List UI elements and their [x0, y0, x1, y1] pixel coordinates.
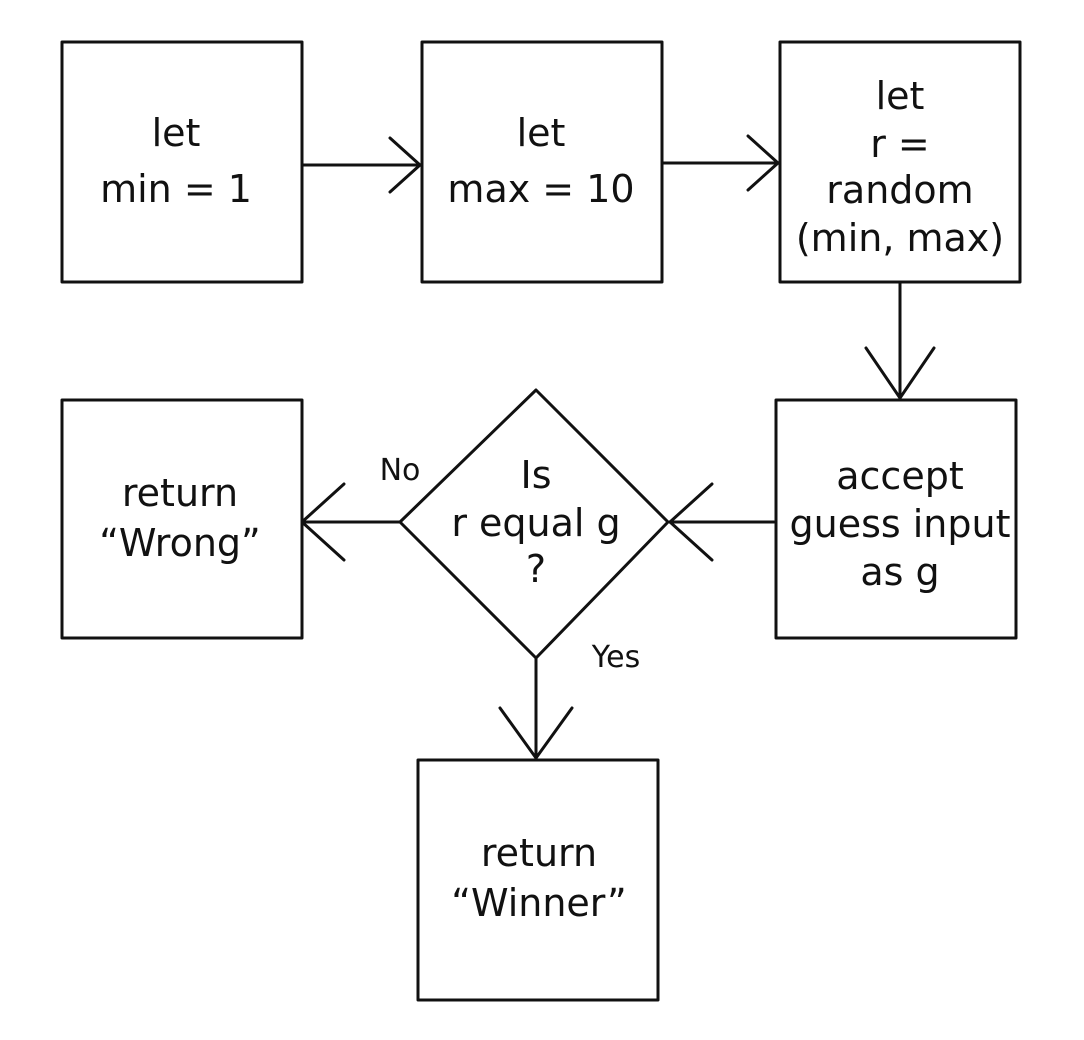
node-decision: Is r equal g ? — [398, 388, 670, 660]
node-let-random-line-2: r = — [870, 122, 930, 166]
arrowhead-min-to-max — [388, 136, 422, 194]
arrowhead-guess-to-decision — [668, 482, 714, 562]
node-let-max: let max = 10 — [420, 40, 664, 284]
node-let-min-box — [60, 40, 304, 284]
node-let-random: let r = random (min, max) — [778, 40, 1022, 284]
node-accept-guess: accept guess input as g — [774, 398, 1018, 640]
connectors — [300, 134, 936, 760]
node-accept-guess-line-1: accept — [836, 454, 963, 498]
node-let-max-box — [420, 40, 664, 284]
node-return-winner: return “Winner” — [416, 758, 660, 1002]
node-accept-guess-line-2: guess input — [789, 502, 1010, 546]
node-accept-guess-box — [774, 398, 1018, 640]
node-let-random-line-4: (min, max) — [796, 216, 1004, 260]
edge-label-yes: Yes — [591, 640, 640, 675]
node-decision-line-2: r equal g — [451, 501, 620, 545]
node-let-random-box — [778, 40, 1022, 284]
node-decision-line-1: Is — [520, 453, 551, 497]
node-return-winner-box — [416, 758, 660, 1002]
arrowhead-max-to-random — [746, 134, 780, 192]
node-let-min-line-2: min = 1 — [100, 167, 252, 211]
node-let-random-line-3: random — [826, 168, 973, 212]
node-return-winner-line-2: “Winner” — [451, 881, 626, 925]
node-return-wrong-box — [60, 398, 304, 640]
node-let-random-line-1: let — [876, 74, 925, 118]
node-decision-line-3: ? — [526, 547, 546, 591]
edge-label-no: No — [380, 453, 421, 488]
node-let-min-line-1: let — [152, 111, 201, 155]
node-return-wrong-line-2: “Wrong” — [99, 521, 260, 565]
node-let-max-line-1: let — [517, 111, 566, 155]
node-accept-guess-line-3: as g — [860, 550, 939, 594]
node-let-min: let min = 1 — [60, 40, 304, 284]
node-let-max-line-2: max = 10 — [447, 167, 634, 211]
node-return-winner-line-1: return — [481, 831, 597, 875]
node-decision-diamond — [398, 388, 670, 660]
node-return-wrong-line-1: return — [122, 471, 238, 515]
arrowhead-random-to-guess — [864, 346, 936, 400]
node-return-wrong: return “Wrong” — [60, 398, 304, 640]
arrowhead-decision-to-winner — [498, 706, 574, 760]
